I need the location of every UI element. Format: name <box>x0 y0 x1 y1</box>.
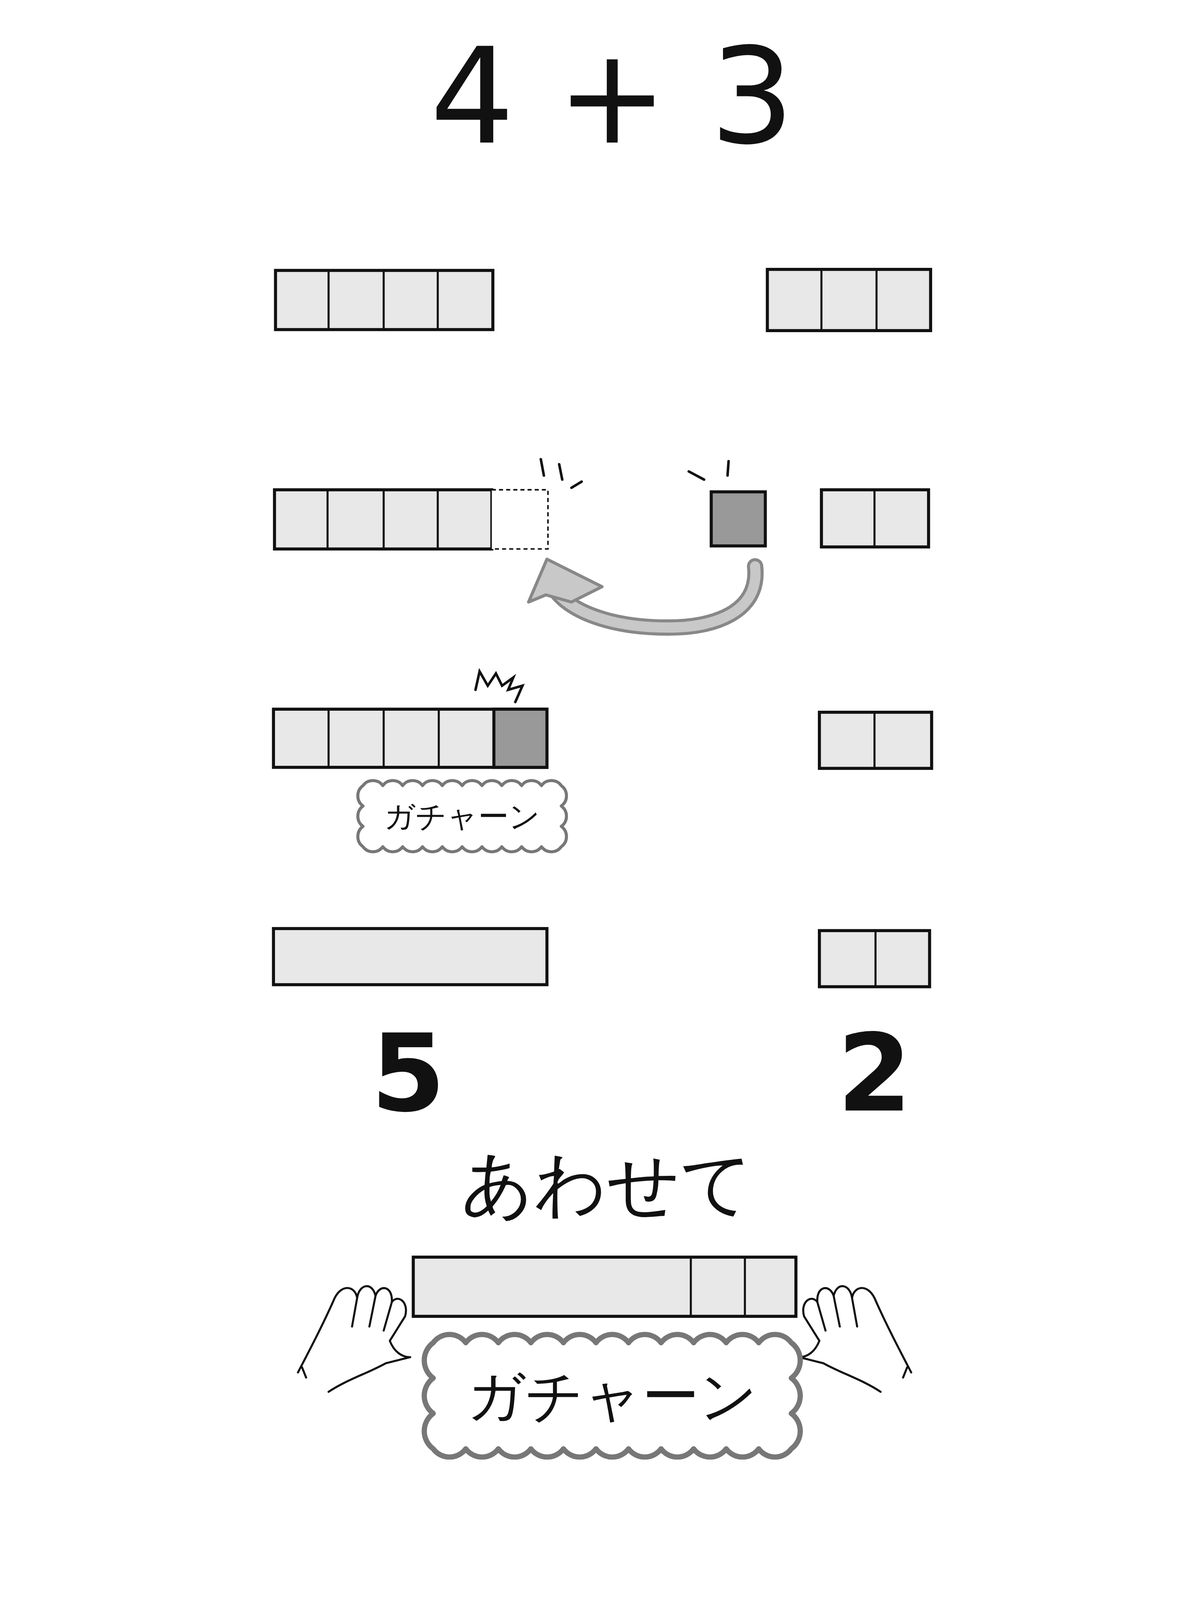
left-hand <box>298 1286 411 1392</box>
count-label: 2 <box>837 1014 912 1133</box>
bubble-shape <box>424 1334 800 1458</box>
bar-four <box>274 489 493 549</box>
bar-three <box>767 269 931 331</box>
impact-spark <box>475 671 523 702</box>
sound-bubble: ガチャーン <box>418 1327 807 1464</box>
bar-two <box>821 489 929 547</box>
cell-dividers <box>327 269 877 1317</box>
combine-label: あわせて <box>461 1144 754 1224</box>
bar-two <box>819 712 932 769</box>
sound-bubble: ガチャーン <box>354 776 570 856</box>
right-hand <box>798 1286 912 1392</box>
moving-cell <box>711 491 766 546</box>
bar-two <box>819 930 930 987</box>
bar-seven <box>413 1257 796 1317</box>
bar-four <box>275 270 493 330</box>
moved-cell <box>494 709 548 768</box>
empty-slot <box>491 489 548 549</box>
bar-five-solid <box>273 928 547 985</box>
bar-five <box>273 709 547 768</box>
move-arrow <box>528 559 756 628</box>
sound-effect: ガチャーン <box>384 799 541 834</box>
sound-effect: ガチャーン <box>467 1364 758 1428</box>
bubble-shape <box>357 780 567 852</box>
motion-ticks <box>475 459 729 702</box>
title: 4 + 3 <box>430 23 795 170</box>
bars <box>273 269 932 1317</box>
count-label: 5 <box>371 1014 446 1133</box>
